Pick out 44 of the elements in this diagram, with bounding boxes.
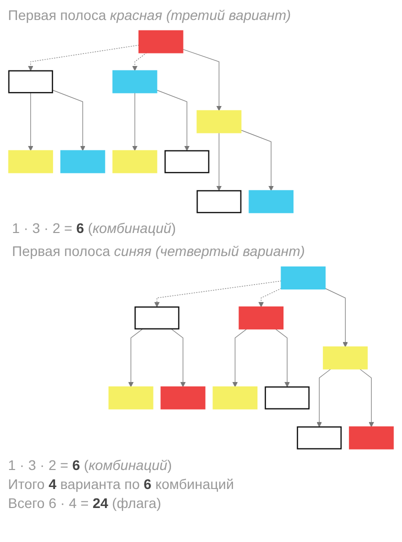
- flag-stripe-box: [134, 306, 180, 330]
- flag-stripe-box: [322, 346, 368, 370]
- flag-stripe-box: [248, 190, 294, 214]
- arrow: [258, 288, 282, 308]
- flag-stripe-box: [60, 150, 106, 174]
- flag-stripe-box: [164, 150, 210, 174]
- equation-text: Всего 6 · 4 = 24 (флага): [8, 494, 162, 511]
- arrow: [324, 288, 348, 348]
- equation-text: 1 · 3 · 2 = 6 (комбинаций): [8, 456, 173, 473]
- flag-stripe-box: [280, 266, 326, 290]
- flag-stripe-box: [8, 70, 54, 94]
- arrow: [132, 92, 138, 151]
- equation-text: 1 · 3 · 2 = 6 (комбинаций): [12, 220, 176, 236]
- flag-stripe-box: [212, 386, 258, 410]
- heading-text: Первая полоса красная (третий вариант): [8, 7, 292, 23]
- arrow: [232, 328, 248, 388]
- flag-stripe-box: [138, 30, 184, 54]
- flag-stripe-box: [160, 386, 206, 410]
- arrow: [240, 130, 274, 191]
- arrow: [216, 132, 222, 191]
- flag-stripe-box: [348, 426, 394, 450]
- flag-stripe-box: [264, 386, 310, 410]
- arrow: [28, 44, 140, 72]
- arrow: [28, 92, 34, 151]
- flag-stripe-box: [8, 150, 54, 174]
- flag-stripe-box: [196, 190, 242, 214]
- heading-text: Первая полоса синяя (четвертый вариант): [12, 242, 305, 259]
- arrow: [132, 52, 147, 72]
- arrow: [359, 368, 374, 428]
- arrow: [156, 90, 190, 151]
- arrow: [52, 90, 86, 151]
- flag-stripe-box: [238, 306, 284, 330]
- arrow: [316, 368, 332, 428]
- flag-stripe-box: [196, 110, 242, 134]
- arrow: [170, 328, 186, 388]
- arrow: [154, 280, 282, 308]
- flag-stripe-box: [108, 386, 154, 410]
- flag-stripe-box: [112, 70, 158, 94]
- heading-text: Итого 4 варианта по 6 комбинаций: [8, 476, 235, 492]
- flag-stripe-box: [112, 150, 158, 174]
- flag-stripe-box: [296, 426, 342, 450]
- arrow: [128, 328, 144, 388]
- arrow: [275, 328, 290, 388]
- arrow: [182, 48, 222, 112]
